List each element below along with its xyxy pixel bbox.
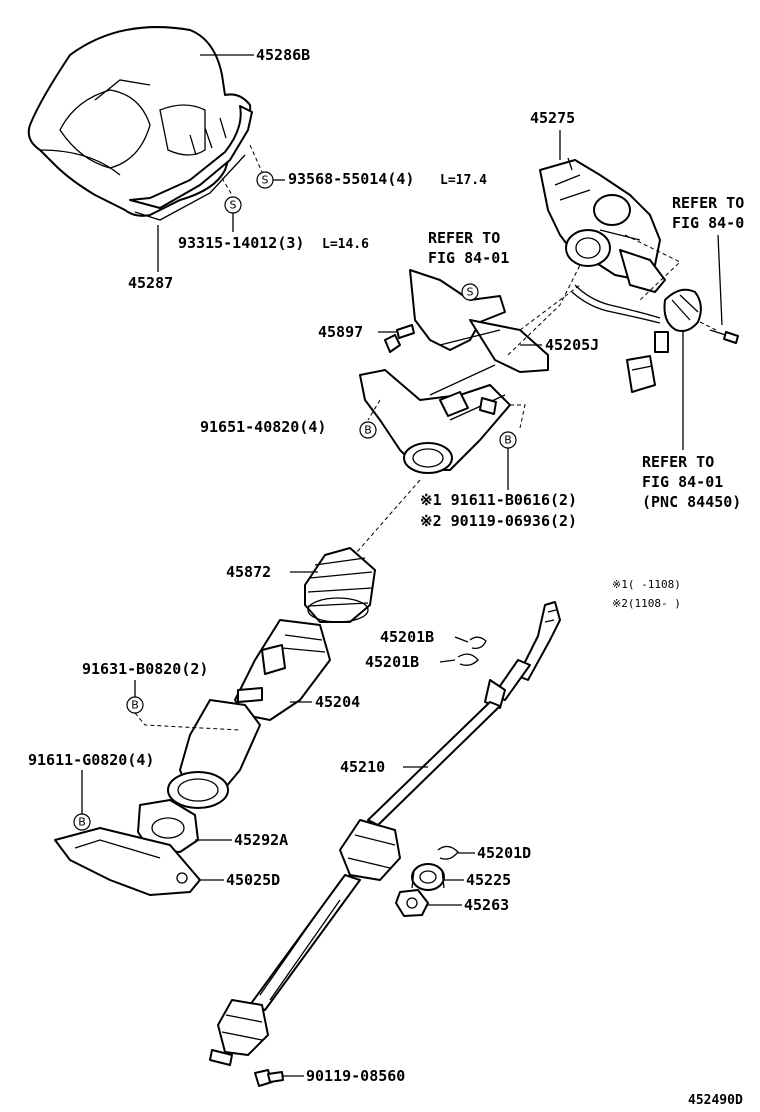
screw-mark-s-3: S [461, 283, 479, 301]
refer-to-label-right: REFER TO [672, 194, 744, 212]
label-93568-55014: 93568-55014(4) [288, 170, 414, 188]
clip-45201B-upper[interactable] [469, 636, 487, 649]
column-hole-seal-45292A[interactable] [137, 799, 199, 853]
nut-45263[interactable] [395, 889, 429, 917]
column-hole-cover-45025D[interactable] [54, 827, 201, 896]
svg-text:S: S [230, 199, 237, 212]
refer-fig-label-center: FIG 84-01 [428, 249, 509, 267]
label-45292A: 45292A [234, 831, 288, 849]
label-93315-14012: 93315-14012(3) [178, 234, 304, 252]
label-45204: 45204 [315, 693, 360, 711]
label-45287: 45287 [128, 274, 173, 292]
refer-pnc-label-lower: (PNC 84450) [642, 493, 741, 511]
column-upper-bracket[interactable] [359, 269, 549, 474]
label-91651-40820: 91651-40820(4) [200, 418, 326, 436]
label-90119-08560: 90119-08560 [306, 1067, 405, 1085]
label-91611-G0820: 91611-G0820(4) [28, 751, 154, 769]
label-91611-B0616: ※1 91611-B0616(2) [420, 491, 577, 509]
label-45201B-upper: 45201B [380, 628, 434, 646]
label-45201B-lower: 45201B [365, 653, 419, 671]
steering-main-shaft-45210[interactable] [209, 601, 561, 1066]
footnote-2: ※2(1108- ) [612, 597, 681, 610]
svg-text:S: S [262, 174, 269, 187]
lower-column-cover[interactable] [129, 105, 253, 221]
label-45263: 45263 [464, 896, 509, 914]
svg-text:S: S [467, 286, 474, 299]
label-45275: 45275 [530, 109, 575, 127]
ignition-lock-housing[interactable] [539, 157, 666, 293]
label-45025D: 45025D [226, 871, 280, 889]
column-tube-45204[interactable] [167, 619, 331, 809]
label-45286B: 45286B [256, 46, 310, 64]
clip-45201B-lower[interactable] [457, 653, 479, 666]
refer-to-label-lower: REFER TO [642, 453, 714, 471]
label-45205J: 45205J [545, 336, 599, 354]
label-45210: 45210 [340, 758, 385, 776]
ignition-switch-connector[interactable] [571, 284, 739, 393]
upper-column-cover[interactable] [27, 26, 252, 217]
svg-text:B: B [78, 816, 86, 829]
svg-text:B: B [131, 699, 139, 712]
refer-to-label-center: REFER TO [428, 229, 500, 247]
refer-fig-label-lower: FIG 84-01 [642, 473, 723, 491]
label-45225: 45225 [466, 871, 511, 889]
bolt-90119-08560[interactable] [254, 1069, 284, 1087]
bolt-45897[interactable] [384, 324, 415, 353]
bolt-mark-b-3: B [126, 696, 144, 714]
label-91631-B0820: 91631-B0820(2) [82, 660, 208, 678]
svg-text:B: B [504, 434, 512, 447]
label-45872: 45872 [226, 563, 271, 581]
bolt-mark-b-4: B [73, 813, 91, 831]
clip-45201D[interactable] [437, 845, 459, 860]
bolt-mark-b-2: B [499, 431, 517, 449]
label-93568-length: L=17.4 [440, 173, 487, 188]
svg-text:B: B [364, 424, 372, 437]
bolt-mark-b-1: B [359, 421, 377, 439]
screw-mark-s-2: S [224, 196, 242, 214]
label-45897: 45897 [318, 323, 363, 341]
label-45201D: 45201D [477, 844, 531, 862]
column-boot-45872[interactable] [304, 547, 376, 623]
screw-mark-s-1: S [256, 171, 274, 189]
bushing-45225[interactable] [411, 863, 445, 891]
refer-fig-label-right: FIG 84-0 [672, 214, 744, 232]
footnote-1: ※1( -1108) [612, 578, 681, 591]
label-93315-length: L=14.6 [322, 237, 369, 252]
label-90119-06936: ※2 90119-06936(2) [420, 512, 577, 530]
figure-code: 452490D [688, 1093, 743, 1108]
